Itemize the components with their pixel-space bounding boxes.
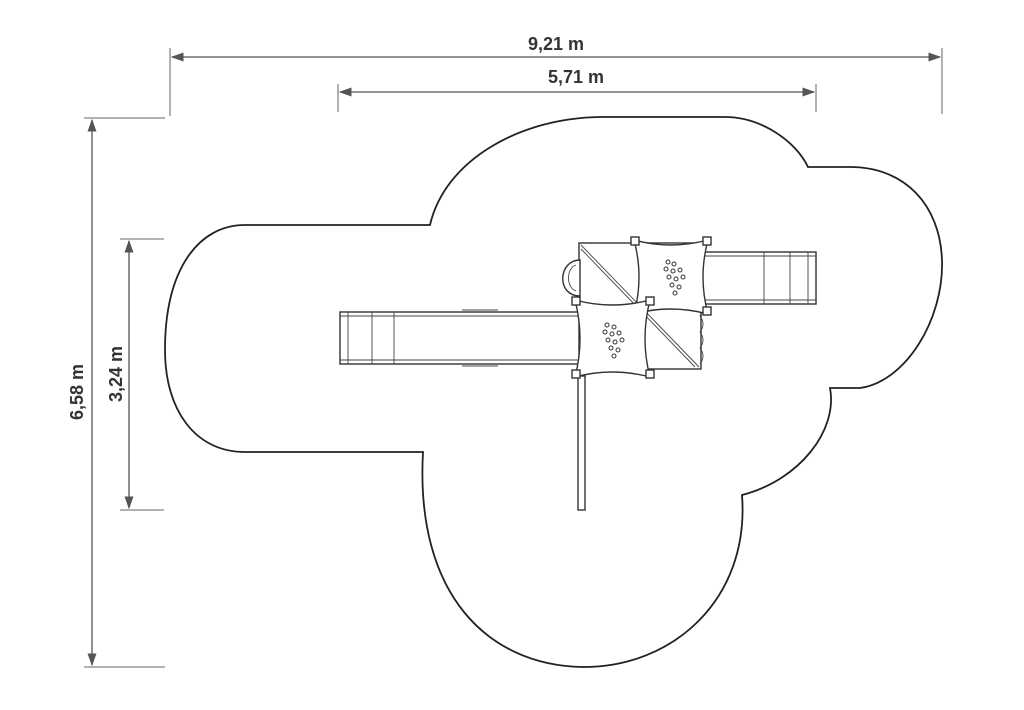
dimension-label-overall-width: 9,21 m — [528, 34, 584, 54]
dimension-equipment-depth: 3,24 m — [106, 238, 164, 511]
safety-zone-outline — [164, 116, 943, 668]
dimension-equipment-width: 5,71 m — [337, 67, 817, 112]
bubble-window — [562, 259, 581, 297]
left-slide — [339, 309, 581, 367]
dimension-label-equipment-depth: 3,24 m — [106, 346, 126, 402]
right-slide — [699, 251, 817, 305]
roof-front-dots — [602, 322, 625, 359]
dimension-overall-width: 9,21 m — [169, 34, 943, 116]
dimension-label-equipment-width: 5,71 m — [548, 67, 604, 87]
roof-front — [571, 296, 655, 379]
roof-rear-dots — [663, 259, 686, 296]
pole — [577, 375, 586, 511]
dimension-overall-depth: 6,58 m — [67, 117, 165, 668]
dimension-label-overall-depth: 6,58 m — [67, 364, 87, 420]
